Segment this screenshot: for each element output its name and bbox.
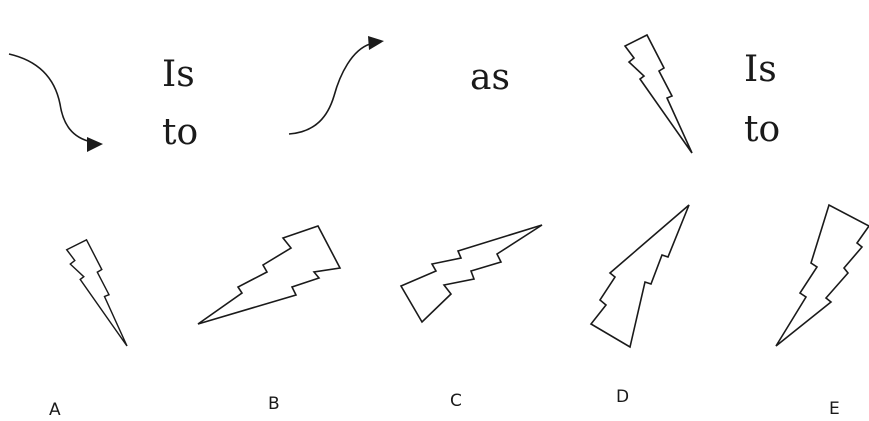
- word-as: as: [470, 57, 510, 98]
- option-a-label: A: [49, 400, 61, 420]
- lightning-bolt-down-right-icon: [624, 34, 693, 154]
- option-b-label: B: [268, 394, 280, 414]
- option-c-label: C: [450, 391, 462, 411]
- curved-arrow-up-right-head: [368, 36, 384, 50]
- option-c-lightning-bolt-icon[interactable]: [399, 224, 543, 324]
- option-d-lightning-bolt-icon[interactable]: [589, 204, 690, 349]
- option-a-lightning-bolt-icon[interactable]: [65, 239, 128, 347]
- option-e-label: E: [829, 399, 840, 419]
- word-is-2: Is: [744, 49, 777, 90]
- word-is-1: Is: [162, 54, 195, 95]
- option-e-lightning-bolt-icon[interactable]: [775, 203, 869, 347]
- curved-arrow-up-right-icon: [288, 36, 384, 135]
- word-to-1: to: [162, 112, 198, 153]
- option-d-label: D: [616, 387, 629, 407]
- word-to-2: to: [744, 109, 780, 150]
- option-b-lightning-bolt-icon[interactable]: [197, 225, 342, 325]
- curved-arrow-down-right-shaft: [8, 53, 93, 143]
- curved-arrow-down-right-head: [87, 137, 103, 152]
- curved-arrow-down-right-icon: [8, 53, 103, 152]
- curved-arrow-up-right-shaft: [288, 43, 371, 135]
